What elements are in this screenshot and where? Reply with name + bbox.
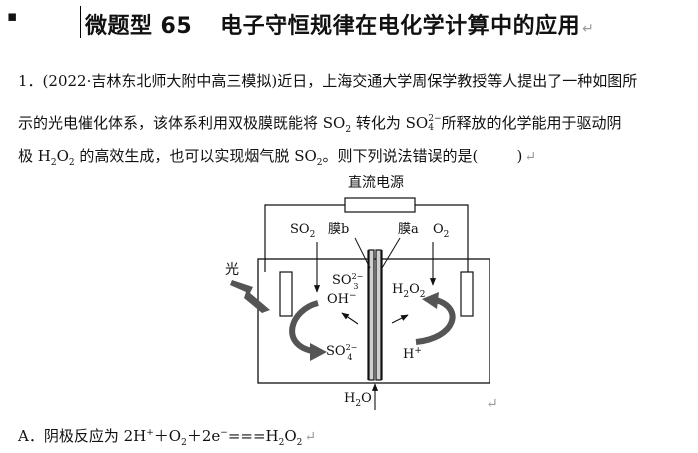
title-main: 微题型	[85, 14, 153, 39]
title-number: 65	[160, 14, 193, 39]
cathode-reaction-arrow	[415, 297, 456, 345]
question-source: (2022·吉林东北师大附中高三模拟)	[42, 72, 278, 90]
membrane-b-label: 膜b	[328, 222, 349, 237]
question-text: 。则下列说法错误的是(	[322, 147, 479, 165]
formula-so2: SO2	[294, 147, 323, 168]
cathode-electrode	[460, 271, 474, 317]
membrane-a-label: 膜a	[398, 222, 419, 237]
paragraph-mark-icon: ↵	[524, 149, 537, 165]
question-text: 示的光电催化体系，该体系利用双极膜既能将	[18, 114, 323, 132]
so2-inlet-label: SO2	[290, 222, 315, 240]
h-plus-label: H+	[403, 346, 422, 362]
h-migration-arrow	[391, 314, 409, 324]
question-text: 近日，上海交通大学周保学教授等人提出了一种如图所	[277, 72, 638, 90]
anode-reaction-arrowhead	[310, 343, 327, 361]
cathode-reaction-arrowhead	[422, 292, 439, 309]
question-text: 极	[18, 147, 38, 165]
o2-inlet-label: O2	[433, 222, 449, 240]
light-label: 光	[225, 262, 239, 278]
so3-label: SO2−3	[332, 272, 363, 291]
power-supply	[344, 197, 416, 213]
question-text: 的高效生成，也可以实现烟气脱	[74, 147, 295, 165]
power-supply-label: 直流电源	[348, 174, 404, 191]
paragraph-mark-icon: ↵	[304, 429, 317, 445]
title-rest: 电子守恒规律在电化学计算中的应用	[220, 14, 581, 39]
paragraph-mark-icon: ↵	[582, 21, 595, 37]
external-wires	[264, 204, 469, 272]
option-a-text: ＋2e	[186, 427, 221, 445]
h2o2-label: H2O2	[392, 282, 425, 300]
question-number: 1．	[18, 72, 43, 90]
photoanode-electrode	[279, 271, 293, 317]
question-text: 所释放的化学能用于驱动阴	[441, 114, 622, 132]
option-a-label: A．	[18, 427, 44, 445]
option-a: A．阴极反应为 2H+＋O2＋2e−===H2O2↵	[18, 427, 317, 448]
membrane-a-pointer	[381, 237, 401, 269]
option-a-text: ＋O	[153, 427, 182, 445]
anode-reaction-arrow	[289, 300, 319, 354]
question-line-3: 极 H2O2 的高效生成，也可以实现烟气脱 SO2。则下列说法错误的是( )↵	[18, 146, 537, 168]
question-text: )	[516, 147, 523, 165]
bipolar-membrane	[367, 249, 383, 381]
formula-so2: SO2	[322, 114, 352, 135]
electrochemical-cell-diagram: 直流电源 SO2 膜b 膜a O2 光 SO2−3 OH− H2O2 SO2−4…	[225, 174, 490, 410]
formula-h2o2: H2O2	[37, 147, 75, 168]
water-inlet-label: H2O	[344, 391, 372, 409]
oh-migration-arrow	[341, 312, 359, 325]
membrane-b-pointer	[354, 237, 371, 269]
list-bullet: ▪	[7, 7, 18, 25]
so4-label: SO2−4	[326, 343, 357, 362]
question-line-1: 1．(2022·吉林东北师大附中高三模拟)近日，上海交通大学周保学教授等人提出了…	[18, 71, 637, 91]
text-cursor	[80, 6, 81, 38]
option-a-text: 阴极反应为 2H	[43, 427, 147, 445]
paragraph-mark-icon: ↵	[486, 396, 498, 412]
option-a-text: ===H	[227, 427, 279, 445]
answer-blank	[478, 147, 516, 165]
question-text: 转化为	[351, 114, 406, 132]
option-a-text: O	[284, 427, 297, 445]
oh-label: OH−	[327, 291, 357, 307]
page-title: 微题型 65 电子守恒规律在电化学计算中的应用↵	[85, 8, 594, 40]
light-bolt-icon	[230, 280, 270, 313]
